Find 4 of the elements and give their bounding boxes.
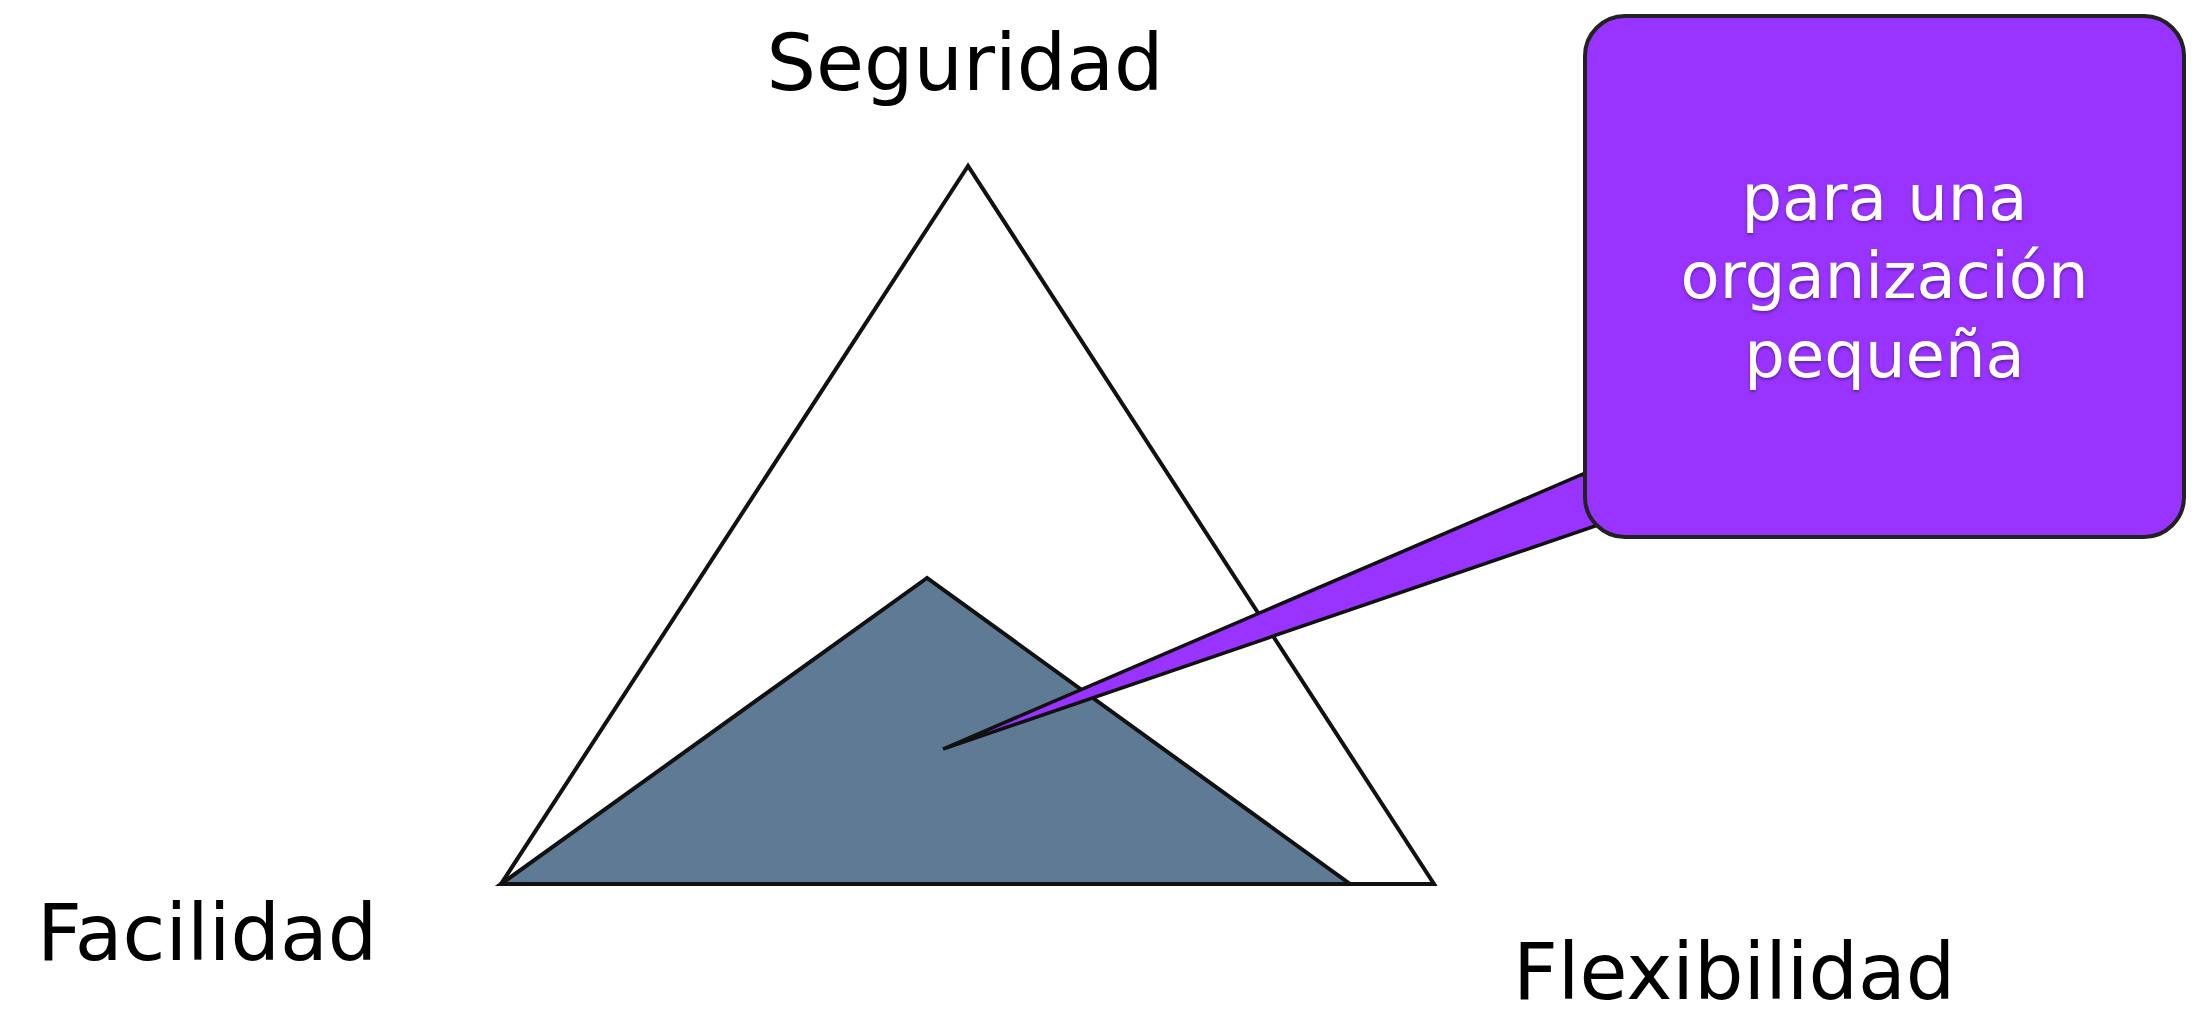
callout-box bbox=[1583, 14, 2186, 539]
corner-label: Facilidad bbox=[37, 894, 378, 972]
corner-label: Flexibilidad bbox=[1513, 933, 1956, 1011]
callout-text: para una organización pequeña bbox=[1679, 160, 2090, 394]
